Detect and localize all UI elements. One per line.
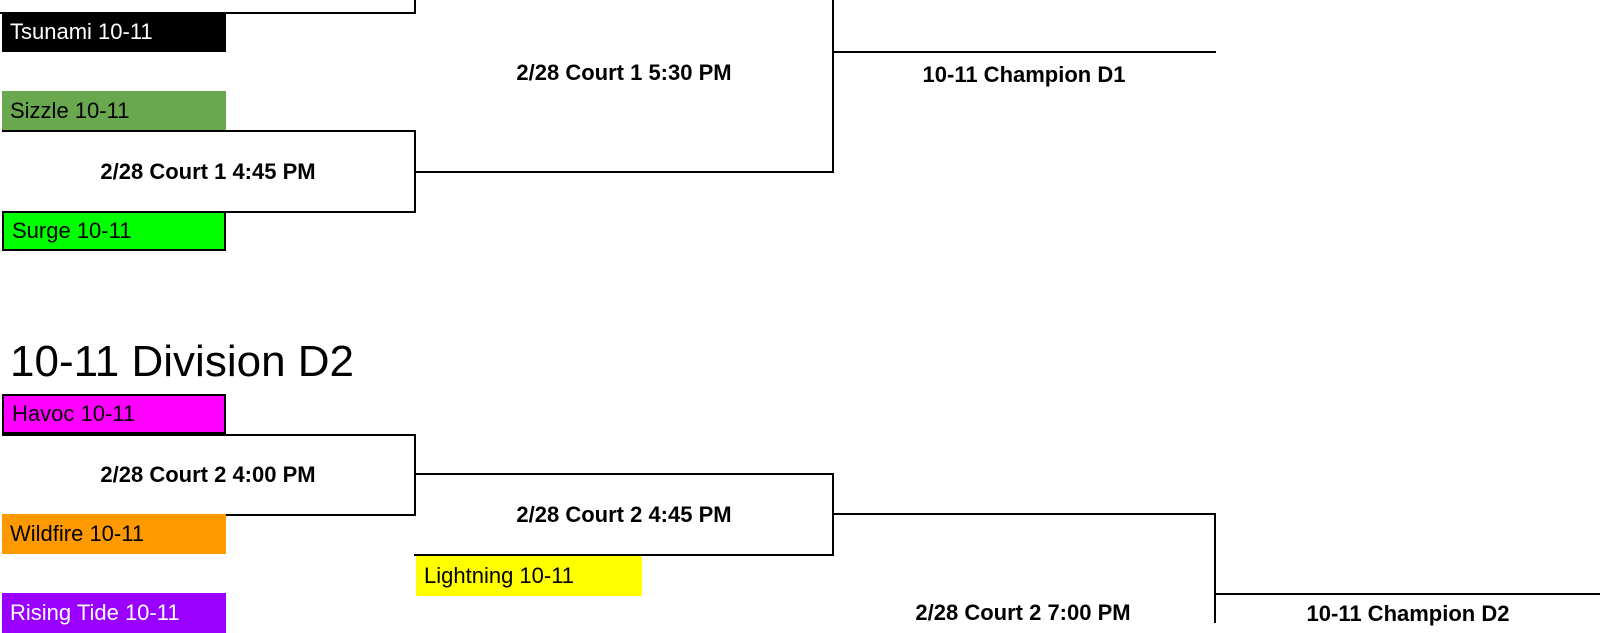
team-slot: Rising Tide 10-11 (2, 593, 226, 633)
team-name: Havoc 10-11 (12, 401, 136, 426)
bracket-line (2, 130, 416, 132)
bracket-line (414, 554, 834, 556)
team-name: Rising Tide 10-11 (10, 600, 180, 625)
game-label: 2/28 Court 2 4:00 PM (100, 462, 316, 487)
bracket-line (2, 434, 416, 436)
game-label: 2/28 Court 2 4:45 PM (516, 502, 732, 527)
game-label: 2/28 Court 1 4:45 PM (100, 159, 316, 184)
team-slot: Havoc 10-11 (2, 394, 226, 434)
champion-label: 10-11 Champion D2 (1306, 601, 1510, 626)
bracket-line (414, 473, 834, 475)
bracket-line (414, 0, 416, 13)
bracket-line (832, 51, 1216, 53)
bracket-line (1214, 593, 1600, 595)
team-slot: Sizzle 10-11 (2, 91, 226, 131)
champion-label: 10-11 Champion D1 (922, 62, 1126, 87)
game-label: 2/28 Court 2 7:00 PM (915, 600, 1131, 625)
team-slot: Lightning 10-11 (416, 556, 642, 596)
bracket-line (1214, 513, 1216, 623)
team-slot: Wildfire 10-11 (2, 514, 226, 554)
team-slot: Tsunami 10-11 (2, 12, 226, 52)
team-name: Sizzle 10-11 (10, 98, 130, 123)
team-name: Wildfire 10-11 (10, 521, 145, 546)
team-name: Tsunami 10-11 (10, 19, 153, 44)
game-label: 2/28 Court 1 5:30 PM (516, 60, 732, 85)
bracket-line (414, 171, 834, 173)
bracket-line (832, 513, 1216, 515)
bracket-line (832, 0, 834, 173)
team-name: Lightning 10-11 (424, 563, 575, 588)
team-name: Surge 10-11 (12, 218, 132, 243)
team-slot: Surge 10-11 (2, 211, 226, 251)
division-title: 10-11 Division D2 (10, 337, 355, 386)
bracket-line (414, 434, 416, 516)
